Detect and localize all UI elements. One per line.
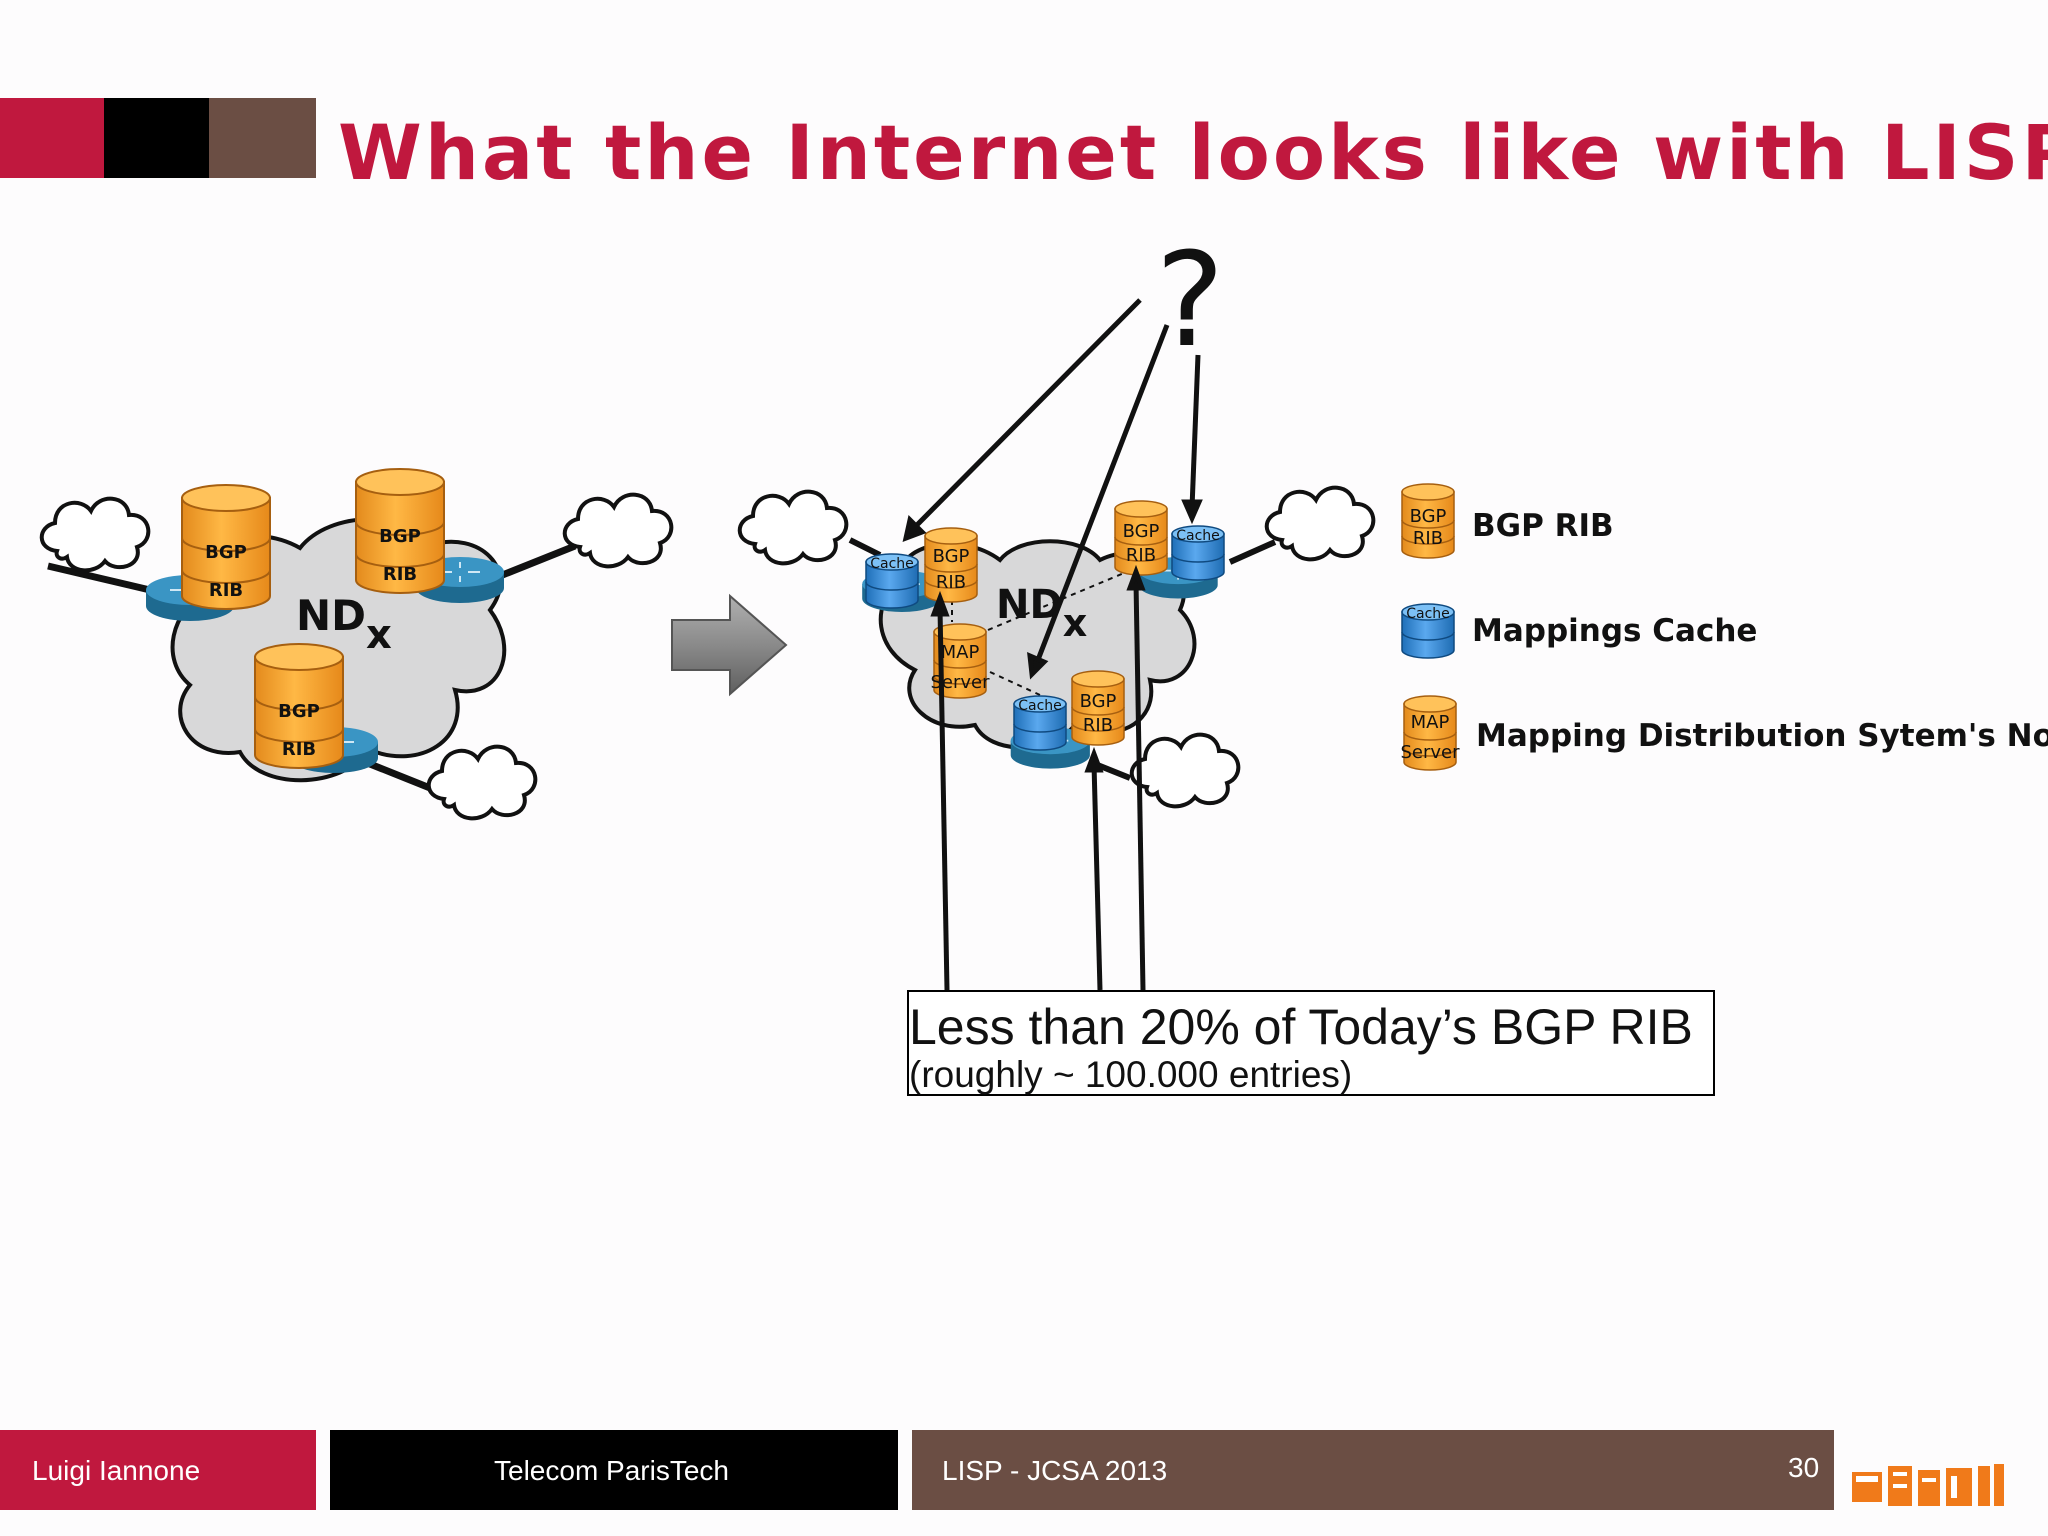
cache-icon: Cache	[1013, 695, 1067, 751]
map-node-label: MAP	[941, 642, 980, 663]
footer-author-band	[0, 1430, 316, 1510]
cache-icon: Cache	[1401, 603, 1455, 659]
cache-node-label: Cache	[1018, 698, 1062, 714]
rib-node-label: RIB	[282, 739, 316, 760]
legend-icon-top-label: BGP	[1410, 506, 1447, 527]
legend-icon-bottom-label: Server	[1400, 742, 1460, 763]
rib-node-label: RIB	[209, 580, 243, 601]
header-band-black	[104, 98, 209, 178]
footer-institution-band	[330, 1430, 898, 1510]
left-cloud-label: NDx	[296, 591, 392, 658]
rib-node-label: RIB	[383, 564, 417, 585]
transition-arrow-icon	[671, 593, 788, 697]
cache-node-label: Cache	[870, 556, 914, 572]
right-cloud-east	[1264, 485, 1376, 562]
header-band-red	[0, 98, 104, 178]
legend-icon-top-label: Cache	[1406, 606, 1450, 622]
legend-label-mappings-cache: Mappings Cache	[1472, 613, 1758, 649]
cache-icon: Cache	[865, 553, 919, 609]
footer-event: LISP - JCSA 2013	[942, 1455, 1168, 1486]
callout-arrows	[930, 564, 1146, 991]
bgp-node-label: BGP	[278, 701, 320, 722]
bgp-rib-icon: BGP RIB	[355, 468, 445, 594]
bgp-rib-icon: BGP RIB	[254, 643, 344, 769]
bgp-node-label: BGP	[379, 526, 421, 547]
page-number: 30	[1788, 1452, 1820, 1483]
header-band-brown	[209, 98, 316, 178]
left-cloud-west	[39, 496, 151, 573]
right-cloud-southeast	[1129, 732, 1241, 809]
legend-icon-bottom-label: RIB	[1413, 528, 1443, 549]
bgp-rib-callout: Less than 20% of Today’s BGP RIB (roughl…	[907, 990, 1715, 1096]
map-server-icon: MAP Server	[1400, 695, 1460, 771]
footer-author: Luigi Iannone	[32, 1455, 201, 1486]
cache-node-label: Cache	[1176, 528, 1220, 544]
bgp-node-label: BGP	[1080, 691, 1117, 712]
server-node-label: Server	[930, 672, 990, 693]
bgp-node-label: BGP	[1123, 521, 1160, 542]
callout-subline: (roughly ~ 100.000 entries)	[909, 1054, 1353, 1095]
right-network: Cache BGP RIB MAP Server BGP RIB Cache C…	[737, 485, 1376, 809]
bgp-rib-icon: BGP RIB	[1071, 670, 1125, 746]
legend-icon-top-label: MAP	[1411, 712, 1450, 733]
left-network: BGP RIB BGP RIB BGP RIB NDx	[39, 468, 674, 821]
bgp-rib-icon: BGP RIB	[924, 527, 978, 603]
bgp-rib-icon: BGP RIB	[1401, 483, 1455, 559]
bgp-node-label: BGP	[933, 546, 970, 567]
footer-institution: Telecom ParisTech	[494, 1455, 729, 1486]
map-server-icon: MAP Server	[930, 623, 990, 699]
slide-title: What the Internet looks like with LISP	[338, 108, 2048, 197]
institution-logo	[1852, 1464, 2004, 1506]
question-mark: ?	[1156, 224, 1225, 376]
bgp-node-label: BGP	[205, 542, 247, 563]
rib-node-label: RIB	[936, 572, 966, 593]
rib-node-label: RIB	[1083, 715, 1113, 736]
left-cloud-northeast	[562, 492, 674, 569]
bgp-rib-icon: BGP RIB	[1114, 500, 1168, 576]
bgp-rib-icon: BGP RIB	[181, 484, 271, 610]
cache-icon: Cache	[1171, 525, 1225, 581]
question-arrows	[902, 298, 1203, 680]
rib-node-label: RIB	[1126, 545, 1156, 566]
right-cloud-west	[737, 489, 849, 566]
legend-label-bgp-rib: BGP RIB	[1472, 508, 1614, 544]
callout-headline: Less than 20% of Today’s BGP RIB	[909, 999, 1693, 1055]
legend-label-mapping-node: Mapping Distribution Sytem's Node	[1476, 718, 2048, 754]
footer-event-band	[912, 1430, 1834, 1510]
left-cloud-southeast	[426, 744, 538, 821]
